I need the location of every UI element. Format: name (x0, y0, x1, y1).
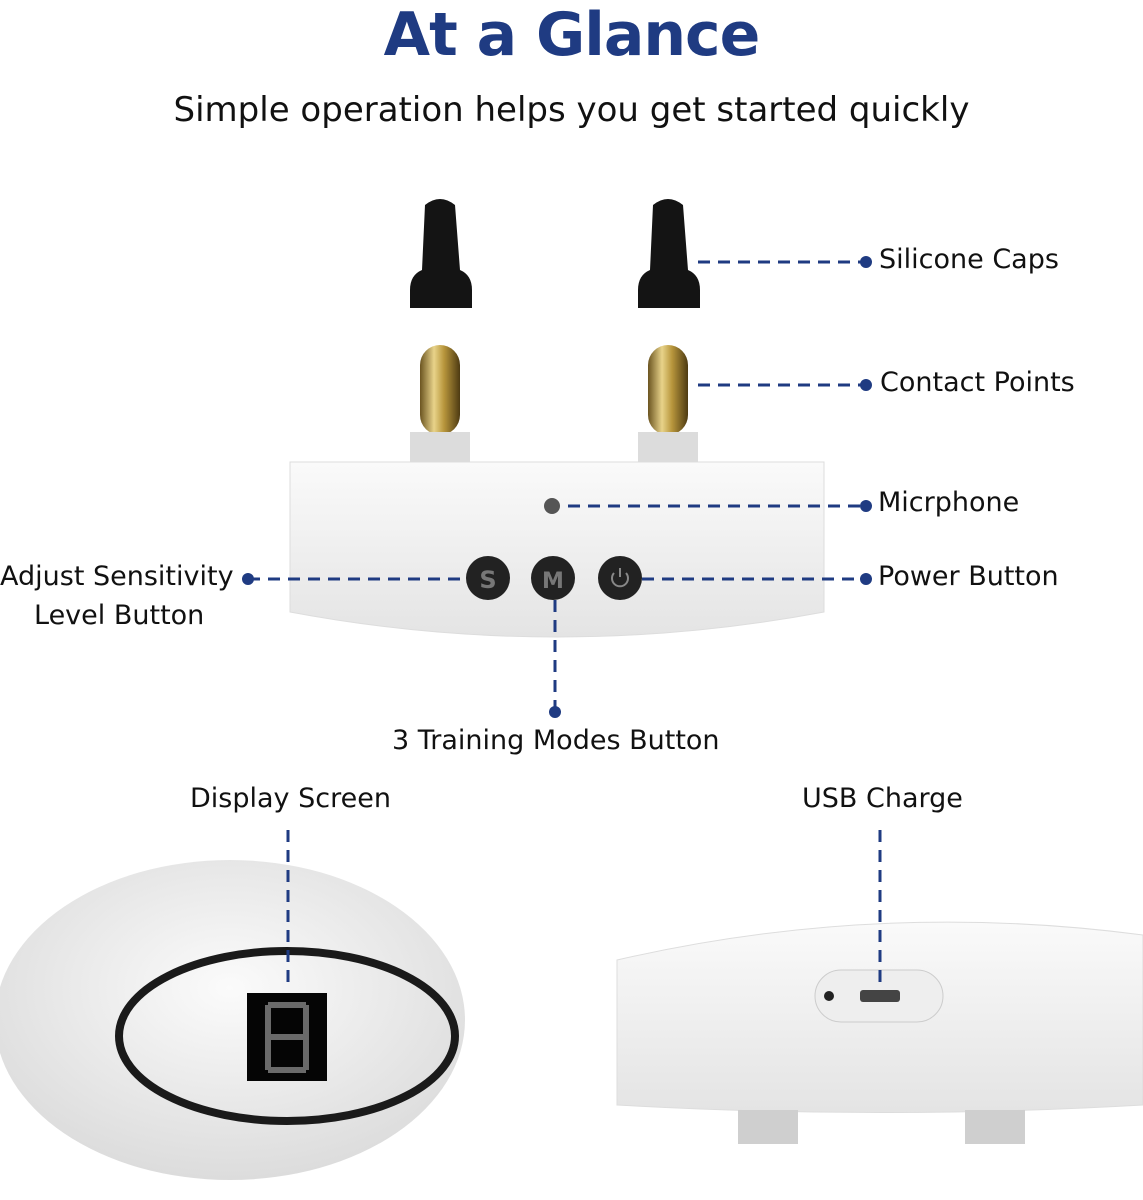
silicone-cap-left (410, 199, 472, 308)
label-microphone: Micrphone (878, 487, 1020, 518)
label-silicone-caps: Silicone Caps (879, 244, 1059, 275)
label-training-modes: 3 Training Modes Button (392, 725, 720, 756)
display-screen (247, 993, 327, 1081)
silicone-cap-right (638, 199, 700, 308)
contact-point-left (410, 345, 470, 462)
mode-button (531, 556, 575, 600)
page-subtitle: Simple operation helps you get started q… (173, 90, 970, 130)
label-power-button: Power Button (878, 561, 1059, 592)
label-sensitivity-line1: Adjust Sensitivity (0, 561, 234, 592)
power-button (598, 556, 642, 600)
label-sensitivity-line2: Level Button (34, 600, 205, 631)
contact-point-right (638, 345, 698, 462)
label-display-screen: Display Screen (190, 783, 391, 814)
callout-lines (248, 260, 882, 990)
microphone-hole (544, 498, 560, 514)
sensitivity-button (466, 556, 510, 600)
label-usb-charge: USB Charge (802, 783, 963, 814)
usb-port (814, 969, 944, 1023)
sensitivity-button-label: S (479, 566, 496, 594)
mode-button-label: M (542, 569, 564, 594)
callout-dots (242, 256, 872, 718)
label-contact-points: Contact Points (880, 367, 1075, 398)
page-title: At a Glance (383, 0, 761, 70)
